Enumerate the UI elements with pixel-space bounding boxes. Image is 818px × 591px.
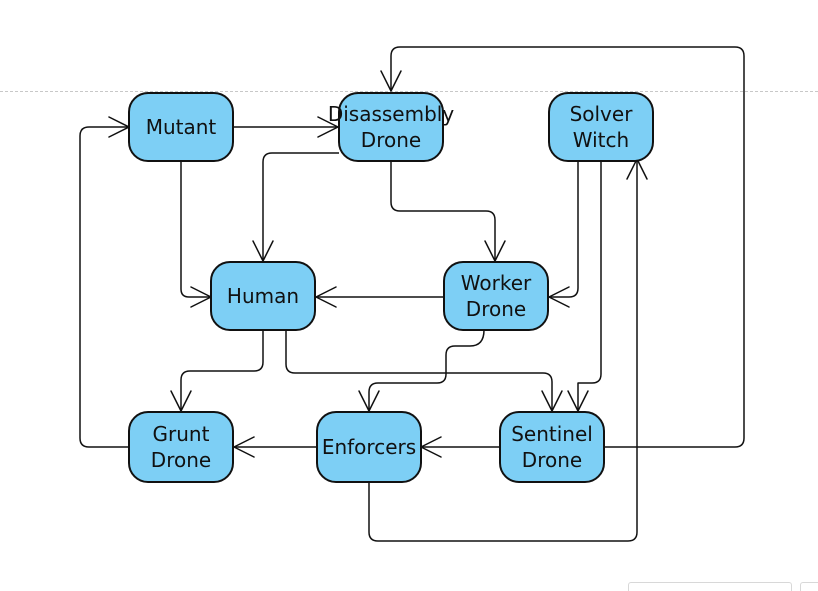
arrowhead (380, 70, 402, 92)
node-worker-drone[interactable]: Worker Drone (443, 261, 549, 331)
node-disassembly-drone[interactable]: Disassembly Drone (328, 92, 454, 162)
edge-human-to-sentinel (285, 330, 553, 411)
arrowhead (315, 286, 337, 308)
arrowhead (233, 436, 255, 458)
edge-worker-to-enforcers (368, 329, 485, 411)
edge-solver-to-worker (549, 162, 579, 298)
edge-disassembly-to-human (262, 152, 339, 261)
node-human[interactable]: Human (210, 261, 316, 331)
node-sentinel-drone[interactable]: Sentinel Drone (499, 411, 605, 483)
node-grunt-drone[interactable]: Grunt Drone (128, 411, 234, 483)
edge-human-to-grunt (180, 330, 264, 411)
node-mutant[interactable]: Mutant (128, 92, 234, 162)
bottom-tab (628, 582, 792, 591)
page-guide-line (0, 91, 818, 92)
node-enforcers[interactable]: Enforcers (316, 411, 422, 483)
edge-enforcers-to-solver (368, 159, 638, 542)
node-solver-witch[interactable]: Solver Witch (548, 92, 654, 162)
bottom-tab-small (800, 582, 818, 591)
edge-disassembly-to-worker (390, 162, 496, 261)
edge-sentinel-to-disassembly (390, 46, 745, 448)
edge-mutant-to-human (180, 162, 211, 298)
edge-grunt-to-mutant (79, 126, 129, 448)
edge-solver-to-sentinel (577, 162, 602, 411)
arrowhead (548, 286, 570, 308)
